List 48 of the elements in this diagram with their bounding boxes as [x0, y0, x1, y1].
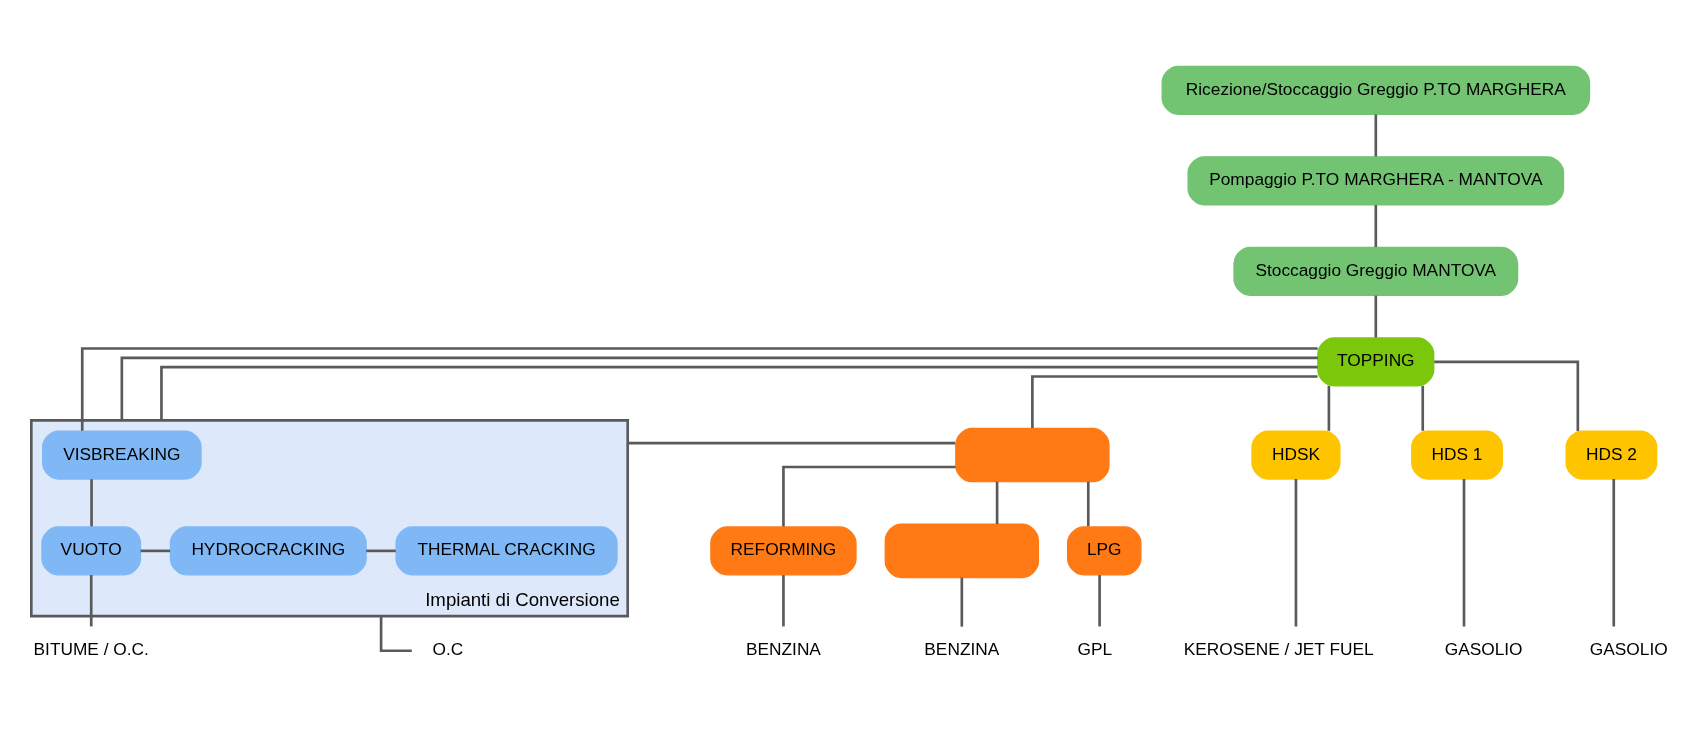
- node-box: VISBREAKING: [41, 429, 202, 480]
- connector: [140, 549, 171, 552]
- connector: [782, 574, 785, 626]
- node-box: THERMAL CRACKING: [395, 525, 618, 575]
- node-text: O.C: [432, 638, 464, 659]
- connector: [1374, 295, 1378, 338]
- node-text: BENZINA: [745, 638, 821, 659]
- node-box: HDS 1: [1411, 429, 1503, 480]
- node-box: HDSK: [1251, 429, 1341, 480]
- connector: [782, 465, 956, 527]
- node-box: Ricezione/Stoccaggio Greggio P.TO MARGHERA: [1161, 65, 1591, 115]
- node-text: KEROSENE / JET FUEL: [1183, 638, 1374, 659]
- node-text: BENZINA: [924, 638, 1000, 659]
- node-box: HYDROCRACKING: [169, 525, 367, 575]
- connector: [379, 615, 412, 652]
- connector: [120, 356, 1318, 420]
- connector: [90, 478, 93, 526]
- node-box: HDS 2: [1565, 429, 1658, 480]
- connector: [1327, 385, 1331, 431]
- connector: [366, 549, 396, 552]
- connector: [627, 441, 956, 444]
- connector: [89, 574, 93, 626]
- connector: [1098, 574, 1101, 626]
- connector: [1434, 360, 1580, 431]
- connector: [1374, 204, 1378, 247]
- node-text: GASOLIO: [1589, 638, 1668, 659]
- node-box: LPG: [1067, 525, 1142, 575]
- node-box: VUOTO: [41, 525, 142, 575]
- connector: [160, 365, 1318, 420]
- connector: [1086, 481, 1090, 526]
- connector: [995, 481, 999, 524]
- node-text: GPL: [1077, 638, 1113, 659]
- connector: [1612, 478, 1616, 627]
- connector: [1294, 478, 1298, 627]
- node-box: REFORMING: [710, 525, 857, 575]
- node-text: GASOLIO: [1444, 638, 1523, 659]
- connector: [1374, 114, 1378, 156]
- node-text: BITUME / O.C.: [33, 638, 149, 659]
- node-box: TOPPING: [1317, 336, 1435, 386]
- node-box: Pompaggio P.TO MARGHERA - MANTOVA: [1187, 155, 1565, 205]
- node-box: [955, 427, 1110, 482]
- node-box: Stoccaggio Greggio MANTOVA: [1233, 246, 1519, 296]
- connector: [1421, 385, 1425, 431]
- connector: [960, 577, 964, 627]
- connector: [1462, 478, 1466, 627]
- connector: [80, 346, 1318, 431]
- connector: [1031, 374, 1318, 428]
- node-box: [884, 523, 1040, 578]
